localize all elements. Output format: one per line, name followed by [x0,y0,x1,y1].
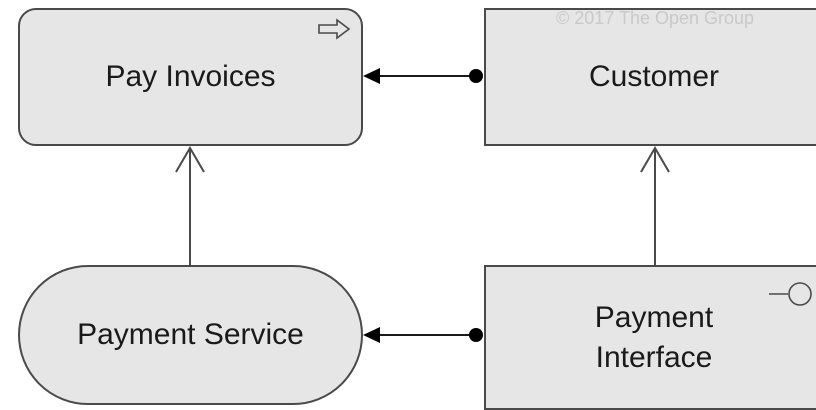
customer-label: Customer [588,60,720,93]
serving-interface-to-customer [640,146,670,265]
customer-node[interactable]: Customer [484,8,816,146]
payment-service-label: Payment Service [77,318,304,351]
assignment-customer-to-pay-invoices [363,68,483,84]
interface-lollipop-icon [769,282,812,306]
payment-service-node[interactable]: Payment Service [18,265,363,405]
serving-service-to-pay-invoices [175,146,205,265]
open-arrowhead [175,146,205,173]
process-arrow-icon [318,18,351,40]
payment-interface-node[interactable]: Payment Interface [484,265,816,410]
arrowhead [363,327,380,343]
pay-invoices-node[interactable]: Pay Invoices [18,8,363,146]
arrowhead [363,68,380,84]
payment-interface-label-line1: Payment [594,300,714,334]
open-arrowhead [640,146,670,173]
copyright-watermark: © 2017 The Open Group [556,8,755,28]
connection-origin-dot [469,328,483,342]
pay-invoices-label: Pay Invoices [105,60,276,93]
assignment-interface-to-service [363,327,483,343]
connection-origin-dot [469,69,483,83]
payment-interface-label-line2: Interface [595,340,713,374]
